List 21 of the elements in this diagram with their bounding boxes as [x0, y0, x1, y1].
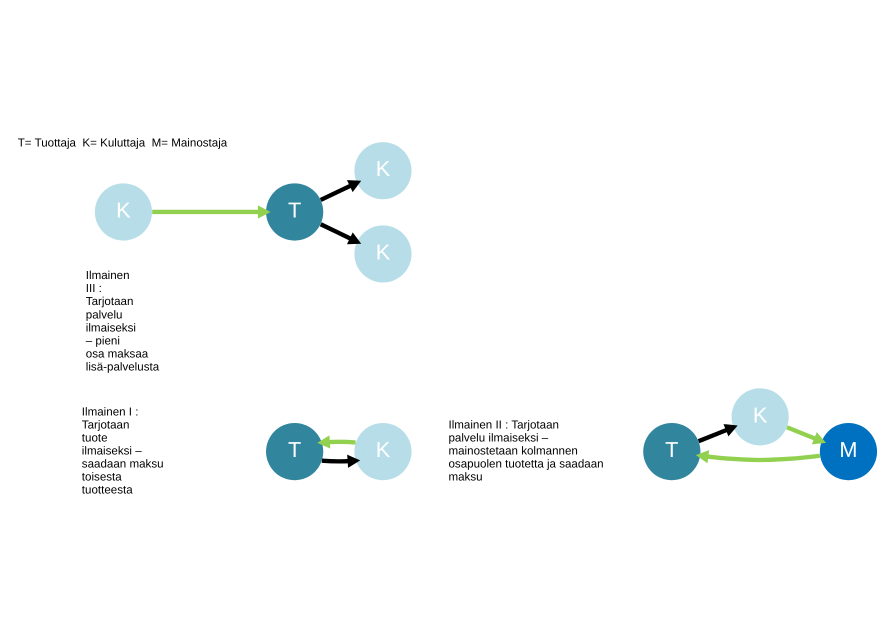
arrow: [317, 434, 356, 448]
arrow: [696, 450, 820, 463]
label: Ilmainen I : Tarjotaan tuote ilmaiseksi – saadaan maksu toisesta tuotteesta: [82, 406, 164, 496]
node-circle: K: [732, 388, 789, 445]
node-circle: K: [354, 224, 412, 282]
arrow: [786, 424, 826, 444]
node-circle: T: [266, 182, 324, 240]
arrow: [152, 204, 271, 218]
label: Ilmainen III : Tarjotaan palvelu ilmaiseksi – pieni osa maksaa lisä-palvelusta: [86, 270, 160, 373]
label: Ilmainen II : Tarjotaan palvelu ilmaiseksi – mainostetaan kolmannen osapuolen tuotetta ja saadaan maksu: [448, 418, 604, 483]
node-circle: T: [266, 422, 324, 480]
label: T= Tuottaja K= Kuluttaja M= Mainostaja: [18, 137, 228, 150]
node-circle: K: [94, 182, 152, 240]
arrow: [320, 222, 362, 244]
arrow: [320, 180, 362, 202]
node-circle: K: [354, 422, 412, 480]
node-circle: M: [820, 422, 878, 480]
arrow: [698, 424, 738, 443]
arrow: [322, 454, 360, 468]
node-circle: T: [643, 422, 700, 480]
node-circle: K: [354, 142, 412, 199]
